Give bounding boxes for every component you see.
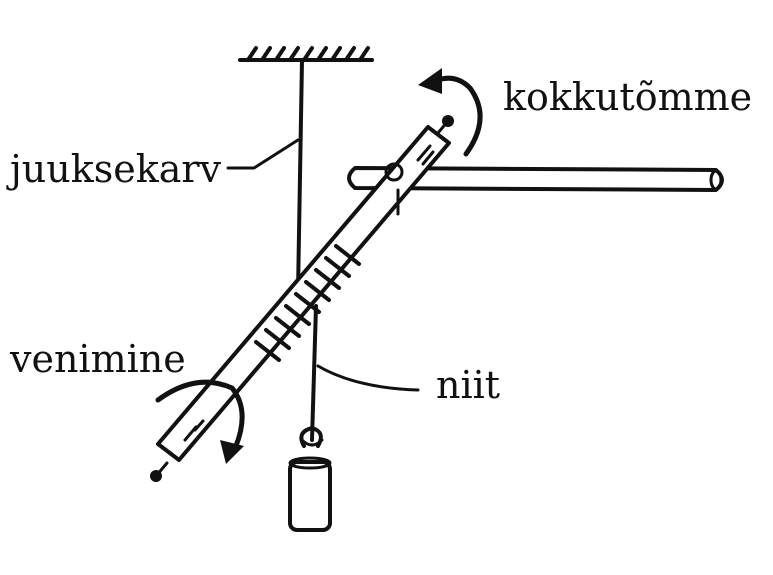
hair-strand: [296, 58, 304, 294]
weight-icon: [288, 426, 332, 532]
label-thread: niit: [436, 363, 500, 407]
label-stretch: venimine: [9, 337, 186, 381]
label-torsion: kokkutõmme: [503, 75, 752, 119]
thread-leader-line: [316, 364, 420, 392]
support-rod: [347, 166, 724, 192]
thread-strand: [310, 304, 318, 442]
wound-coil: [254, 244, 361, 362]
ceiling-hatch-icon: [238, 46, 374, 62]
curved-arrow-icon: [155, 379, 245, 464]
hair-leader-line: [226, 138, 300, 170]
curved-arrow-icon: [418, 68, 483, 157]
diagonal-rod: [150, 115, 454, 482]
label-hair: juuksekarv: [6, 147, 222, 191]
